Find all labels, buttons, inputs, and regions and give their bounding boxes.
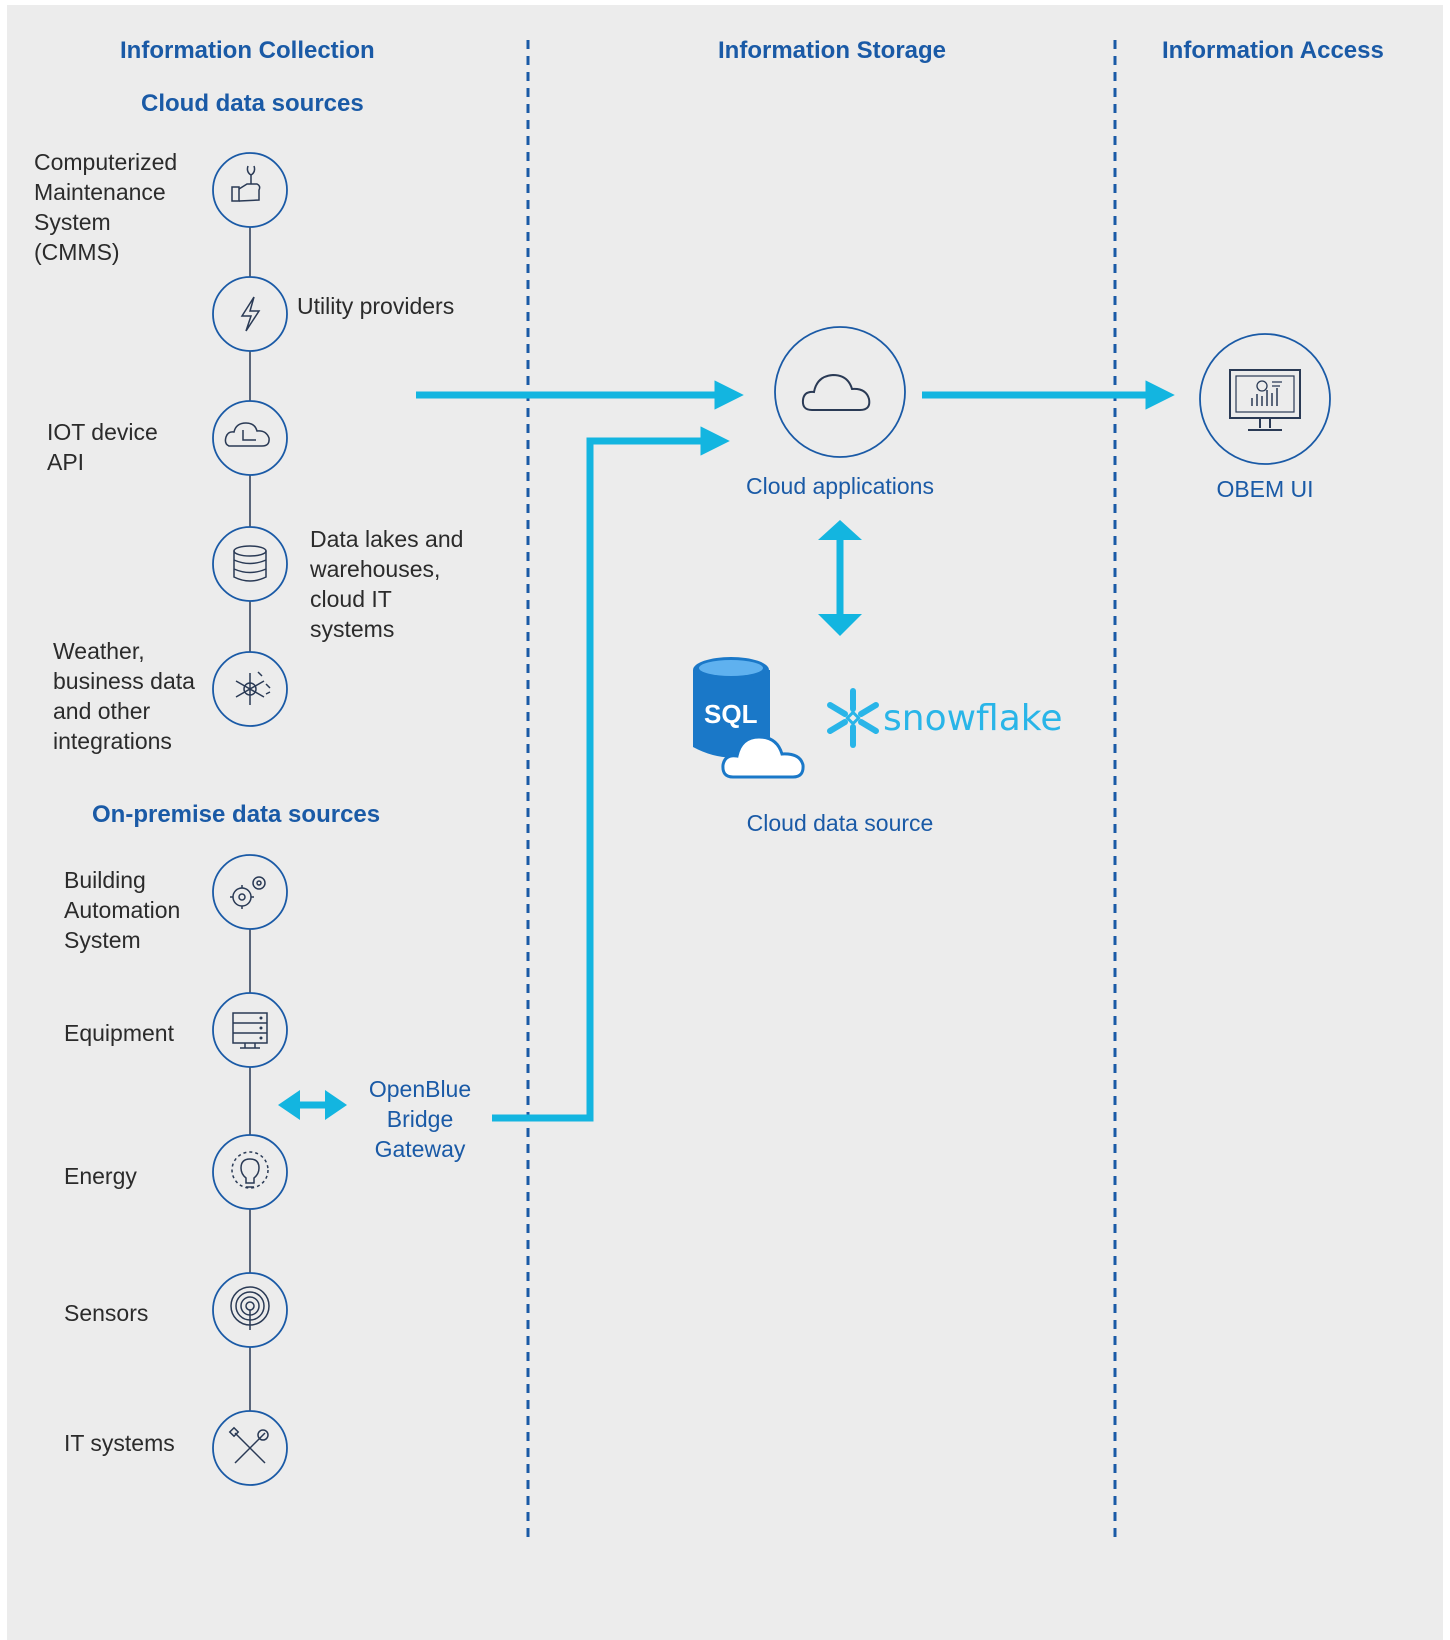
snowflake-logo-text: snowflake: [883, 698, 1063, 739]
column-heading-storage: Information Storage: [718, 37, 947, 64]
lightning-bolt-icon: [212, 276, 288, 352]
weather-sun-snow-icon: [212, 651, 288, 727]
gears-icon: [212, 854, 288, 930]
gateway-label: OpenBlue Bridge Gateway: [368, 1076, 472, 1162]
server-rack-icon: [212, 992, 288, 1068]
source-label-sensors: Sensors: [64, 1300, 149, 1326]
cloud-device-icon: [212, 400, 288, 476]
source-label-iot-api: IOT device API: [47, 419, 158, 475]
source-label-energy: Energy: [64, 1163, 137, 1189]
source-label-cmms: Computerized Maintenance System (CMMS): [34, 149, 178, 265]
sql-logo-text: SQL: [704, 699, 758, 729]
database-icon: [212, 526, 288, 602]
column-heading-collection: Information Collection: [120, 37, 375, 64]
signal-sensor-icon: [212, 1272, 288, 1348]
obem-ui-label: OBEM UI: [1216, 476, 1314, 502]
cloud-sources-title: Cloud data sources: [141, 90, 364, 117]
cloud-applications-label: Cloud applications: [746, 473, 934, 499]
source-label-data-lakes: Data lakes and warehouses, cloud IT syst…: [310, 526, 464, 642]
tools-icon: [212, 1410, 288, 1486]
lightbulb-icon: [212, 1134, 288, 1210]
source-label-bas: Building Automation System: [64, 867, 181, 953]
cloud-data-source-label: Cloud data source: [746, 810, 934, 836]
source-label-utility-providers: Utility providers: [297, 293, 455, 319]
cloud-icon: [774, 326, 906, 458]
source-label-weather: Weather, business data and other integra…: [53, 638, 195, 754]
source-label-it-systems: IT systems: [64, 1430, 175, 1456]
arrow-cloud-apps-to-data-source: [818, 520, 862, 636]
onprem-sources-title: On-premise data sources: [92, 801, 381, 828]
monitor-dashboard-icon: [1199, 333, 1331, 465]
arrow-gateway-to-cloud-apps: [492, 426, 730, 1122]
maintenance-hand-wrench-icon: [212, 152, 288, 228]
arrow-equipment-gateway: [278, 1090, 347, 1120]
snowflake-logo-icon: [827, 688, 879, 748]
source-label-equipment: Equipment: [64, 1020, 174, 1046]
sql-cloud-logo: [693, 657, 805, 779]
column-heading-access: Information Access: [1162, 37, 1384, 64]
